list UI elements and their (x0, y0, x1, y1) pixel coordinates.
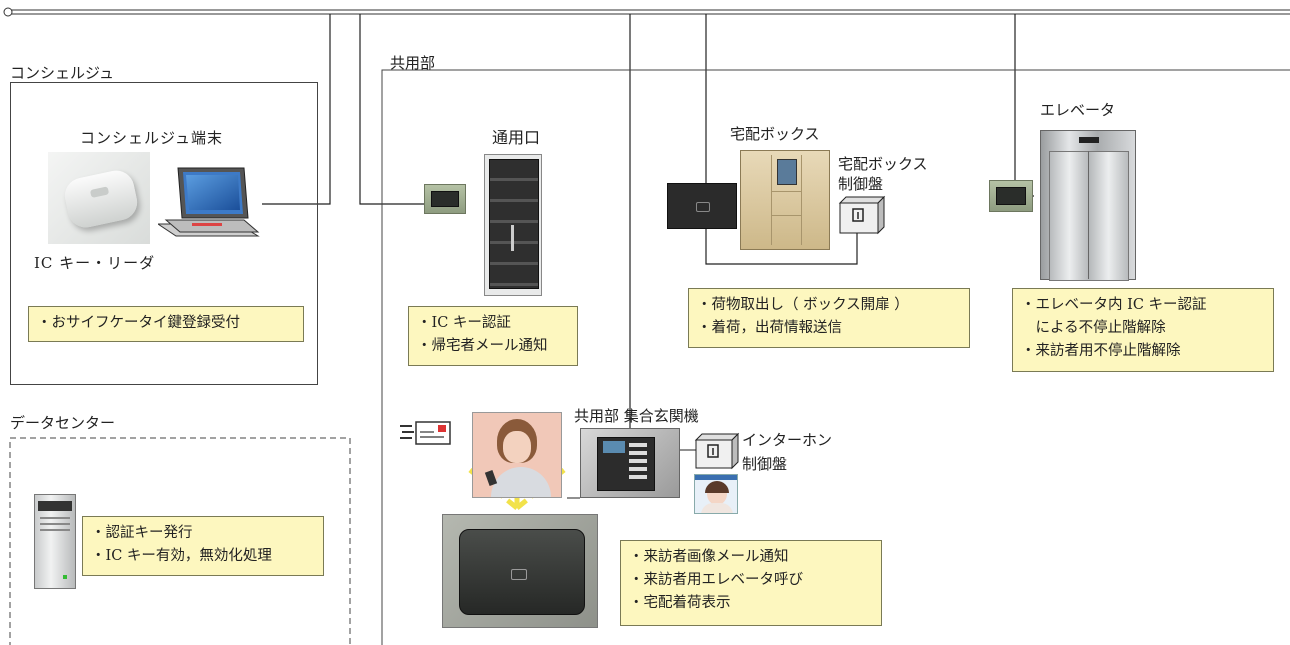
wire-concierge (262, 14, 331, 205)
common-area-boundary (381, 69, 1290, 645)
delivery-note-line-2: ・着荷，出荷情報送信 (697, 320, 842, 336)
delivery-ctrl-label-2: 制御盤 (838, 175, 884, 193)
visitor-note-line-1: ・来訪者画像メール通知 (629, 549, 789, 565)
concierge-area (10, 82, 318, 385)
datacenter-note-line-1: ・認証キー発行 (91, 525, 193, 541)
intercom-entrance-panel (580, 428, 680, 498)
visitor-note: ・来訪者画像メール通知 ・来訪者用エレベータ呼び ・宅配着荷表示 (620, 540, 882, 626)
card-reader-photo (442, 514, 598, 628)
intercom-entrance-label: 共用部 集合玄関機 (574, 407, 699, 425)
visitor-note-line-2: ・来訪者用エレベータ呼び (629, 572, 803, 588)
wire-entrance (359, 14, 424, 205)
delivery-control-panel-icon (838, 195, 886, 235)
concierge-note: ・おサイフケータイ鍵登録受付 (28, 306, 304, 342)
entrance-note-line-2: ・帰宅者メール通知 (417, 338, 548, 354)
intercom-ctrl-label-1: インターホン (742, 431, 833, 449)
entrance-card-reader (424, 184, 466, 214)
visitor-note-line-3: ・宅配着荷表示 (629, 595, 731, 611)
delivery-note-line-1: ・荷物取出し（ ボックス開扉 ） (697, 297, 909, 313)
delivery-card-reader (667, 183, 737, 229)
elevator-note-line-3: ・来訪者用不停止階解除 (1021, 343, 1181, 359)
concierge-note-line: ・おサイフケータイ鍵登録受付 (37, 315, 240, 331)
section-concierge-title: コンシェルジュ (10, 64, 114, 82)
elevator-card-reader (989, 180, 1033, 212)
entrance-note-line-1: ・IC キー認証 (417, 315, 511, 331)
delivery-box-label: 宅配ボックス (730, 125, 820, 143)
concierge-terminal-label: コンシェルジュ端末 (80, 129, 223, 147)
ic-reader-body (61, 167, 141, 231)
intercom-ctrl-label-2: 制御盤 (742, 455, 788, 473)
intercom-control-panel-icon (694, 432, 740, 470)
bus-terminator (3, 7, 13, 17)
elevator-note: ・エレベータ内 IC キー認証 による不停止階解除 ・来訪者用不停止階解除 (1012, 288, 1274, 372)
ic-reader-label: IC キー・リーダ (34, 254, 156, 272)
entrance-door (484, 154, 542, 296)
ic-reader-device (48, 152, 150, 244)
delivery-box-locker (740, 150, 830, 250)
mail-icon (400, 421, 451, 445)
datacenter-boundary (9, 437, 351, 645)
entrance-note: ・IC キー認証 ・帰宅者メール通知 (408, 306, 578, 366)
elevator-label: エレベータ (1040, 101, 1116, 119)
elevator-door (1040, 130, 1136, 281)
datacenter-note-line-2: ・IC キー有効，無効化処理 (91, 548, 272, 564)
entrance-label: 通用口 (492, 128, 541, 147)
section-datacenter-title: データセンター (10, 414, 116, 432)
elevator-note-line-1: ・エレベータ内 IC キー認証 (1021, 297, 1207, 313)
elevator-note-line-2: による不停止階解除 (1021, 320, 1166, 336)
laptop-icon (158, 167, 260, 237)
visitor-monitor-image (694, 474, 738, 514)
resident-with-phone-image (472, 412, 562, 498)
wire-elevator (1014, 14, 1034, 197)
delivery-ctrl-label-1: 宅配ボックス (838, 155, 928, 173)
wire-delivery (705, 14, 858, 265)
datacenter-note: ・認証キー発行 ・IC キー有効，無効化処理 (82, 516, 324, 576)
section-common-title: 共用部 (390, 54, 436, 72)
server-icon (34, 494, 76, 589)
delivery-note: ・荷物取出し（ ボックス開扉 ） ・着荷，出荷情報送信 (688, 288, 970, 348)
